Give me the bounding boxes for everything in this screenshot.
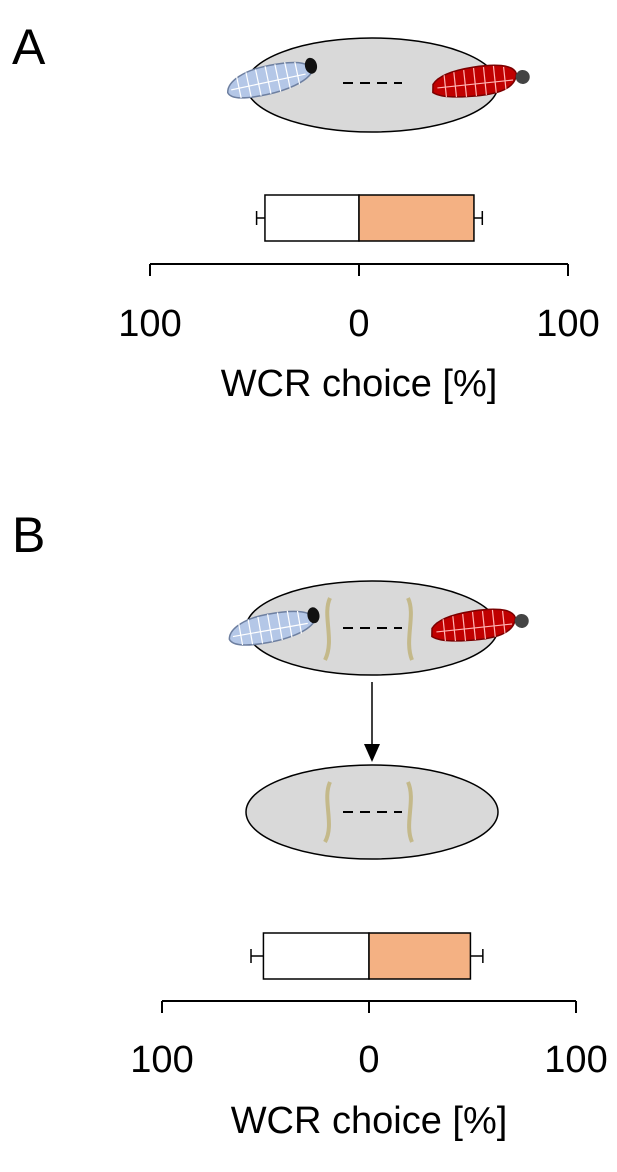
x-tick-label: 100 [118,303,181,345]
filter-paper-left-icon [323,597,332,661]
panel-letter-b: B [12,507,45,563]
x-tick-label: 100 [544,1039,607,1081]
panel-letter-a: A [12,19,46,75]
filter-paper-right-icon [406,781,414,843]
bar-right [368,932,472,980]
bar-left [264,194,360,242]
arena-b-top [225,580,531,676]
filter-paper-right-icon [406,597,414,661]
x-axis-label: WCR choice [%] [231,1100,508,1142]
x-tick-label: 100 [536,303,599,345]
arena-b-bottom [245,764,499,860]
filter-paper-left-icon [323,781,332,843]
arena-dish-b-bottom [245,764,499,860]
transfer-arrow-icon [364,682,380,762]
x-tick-label: 0 [348,303,369,345]
bar-left [262,932,370,980]
bar-right [358,194,475,242]
arena-a [223,37,532,133]
x-tick-label: 100 [130,1039,193,1081]
x-axis-label: WCR choice [%] [221,363,498,405]
x-tick-label: 0 [358,1039,379,1081]
